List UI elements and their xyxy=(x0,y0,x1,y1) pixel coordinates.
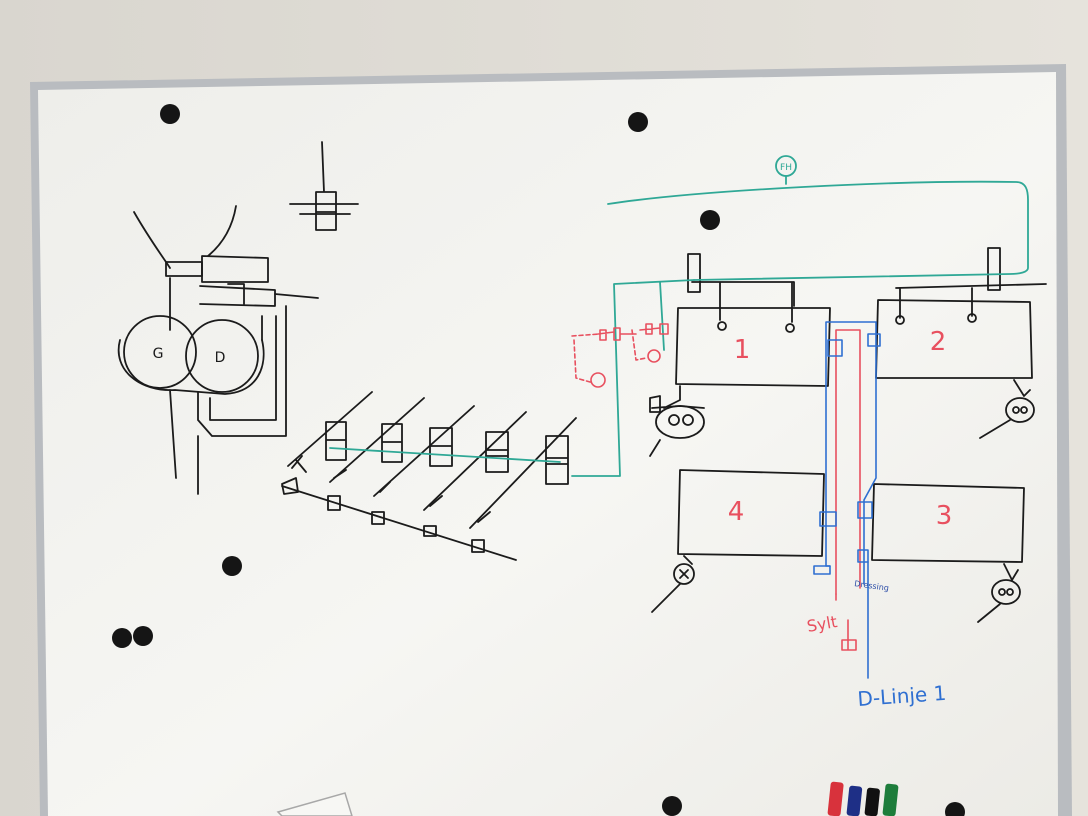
magnet[interactable] xyxy=(112,628,132,648)
red-marker[interactable] xyxy=(827,781,844,816)
tank-3-number: 3 xyxy=(936,501,953,531)
magnet[interactable] xyxy=(662,796,682,816)
blue-lines xyxy=(813,321,881,679)
fh-label: FH xyxy=(780,163,792,173)
magnets xyxy=(112,104,965,816)
roller-d-label: D xyxy=(215,350,226,366)
tank-4-number: 4 xyxy=(728,497,745,527)
magnet[interactable] xyxy=(133,626,153,646)
green-marker[interactable] xyxy=(882,783,899,816)
markers xyxy=(827,781,899,816)
magnet[interactable] xyxy=(160,104,180,124)
sylt-label: Sylt xyxy=(805,612,838,636)
red-lines xyxy=(571,323,861,651)
whiteboard-surface xyxy=(38,72,1058,816)
magnet[interactable] xyxy=(628,112,648,132)
magnet[interactable] xyxy=(945,802,965,816)
roller-g-label: G xyxy=(153,346,164,362)
blue-marker[interactable] xyxy=(846,785,863,816)
magnet[interactable] xyxy=(700,210,720,230)
teal-lines xyxy=(329,155,1029,477)
black-marker[interactable] xyxy=(864,787,880,816)
magnet[interactable] xyxy=(222,556,242,576)
black-sketch xyxy=(117,141,1047,623)
tank-1-number: 1 xyxy=(734,335,751,365)
eraser[interactable] xyxy=(276,792,353,816)
tank-2-number: 2 xyxy=(930,327,947,357)
